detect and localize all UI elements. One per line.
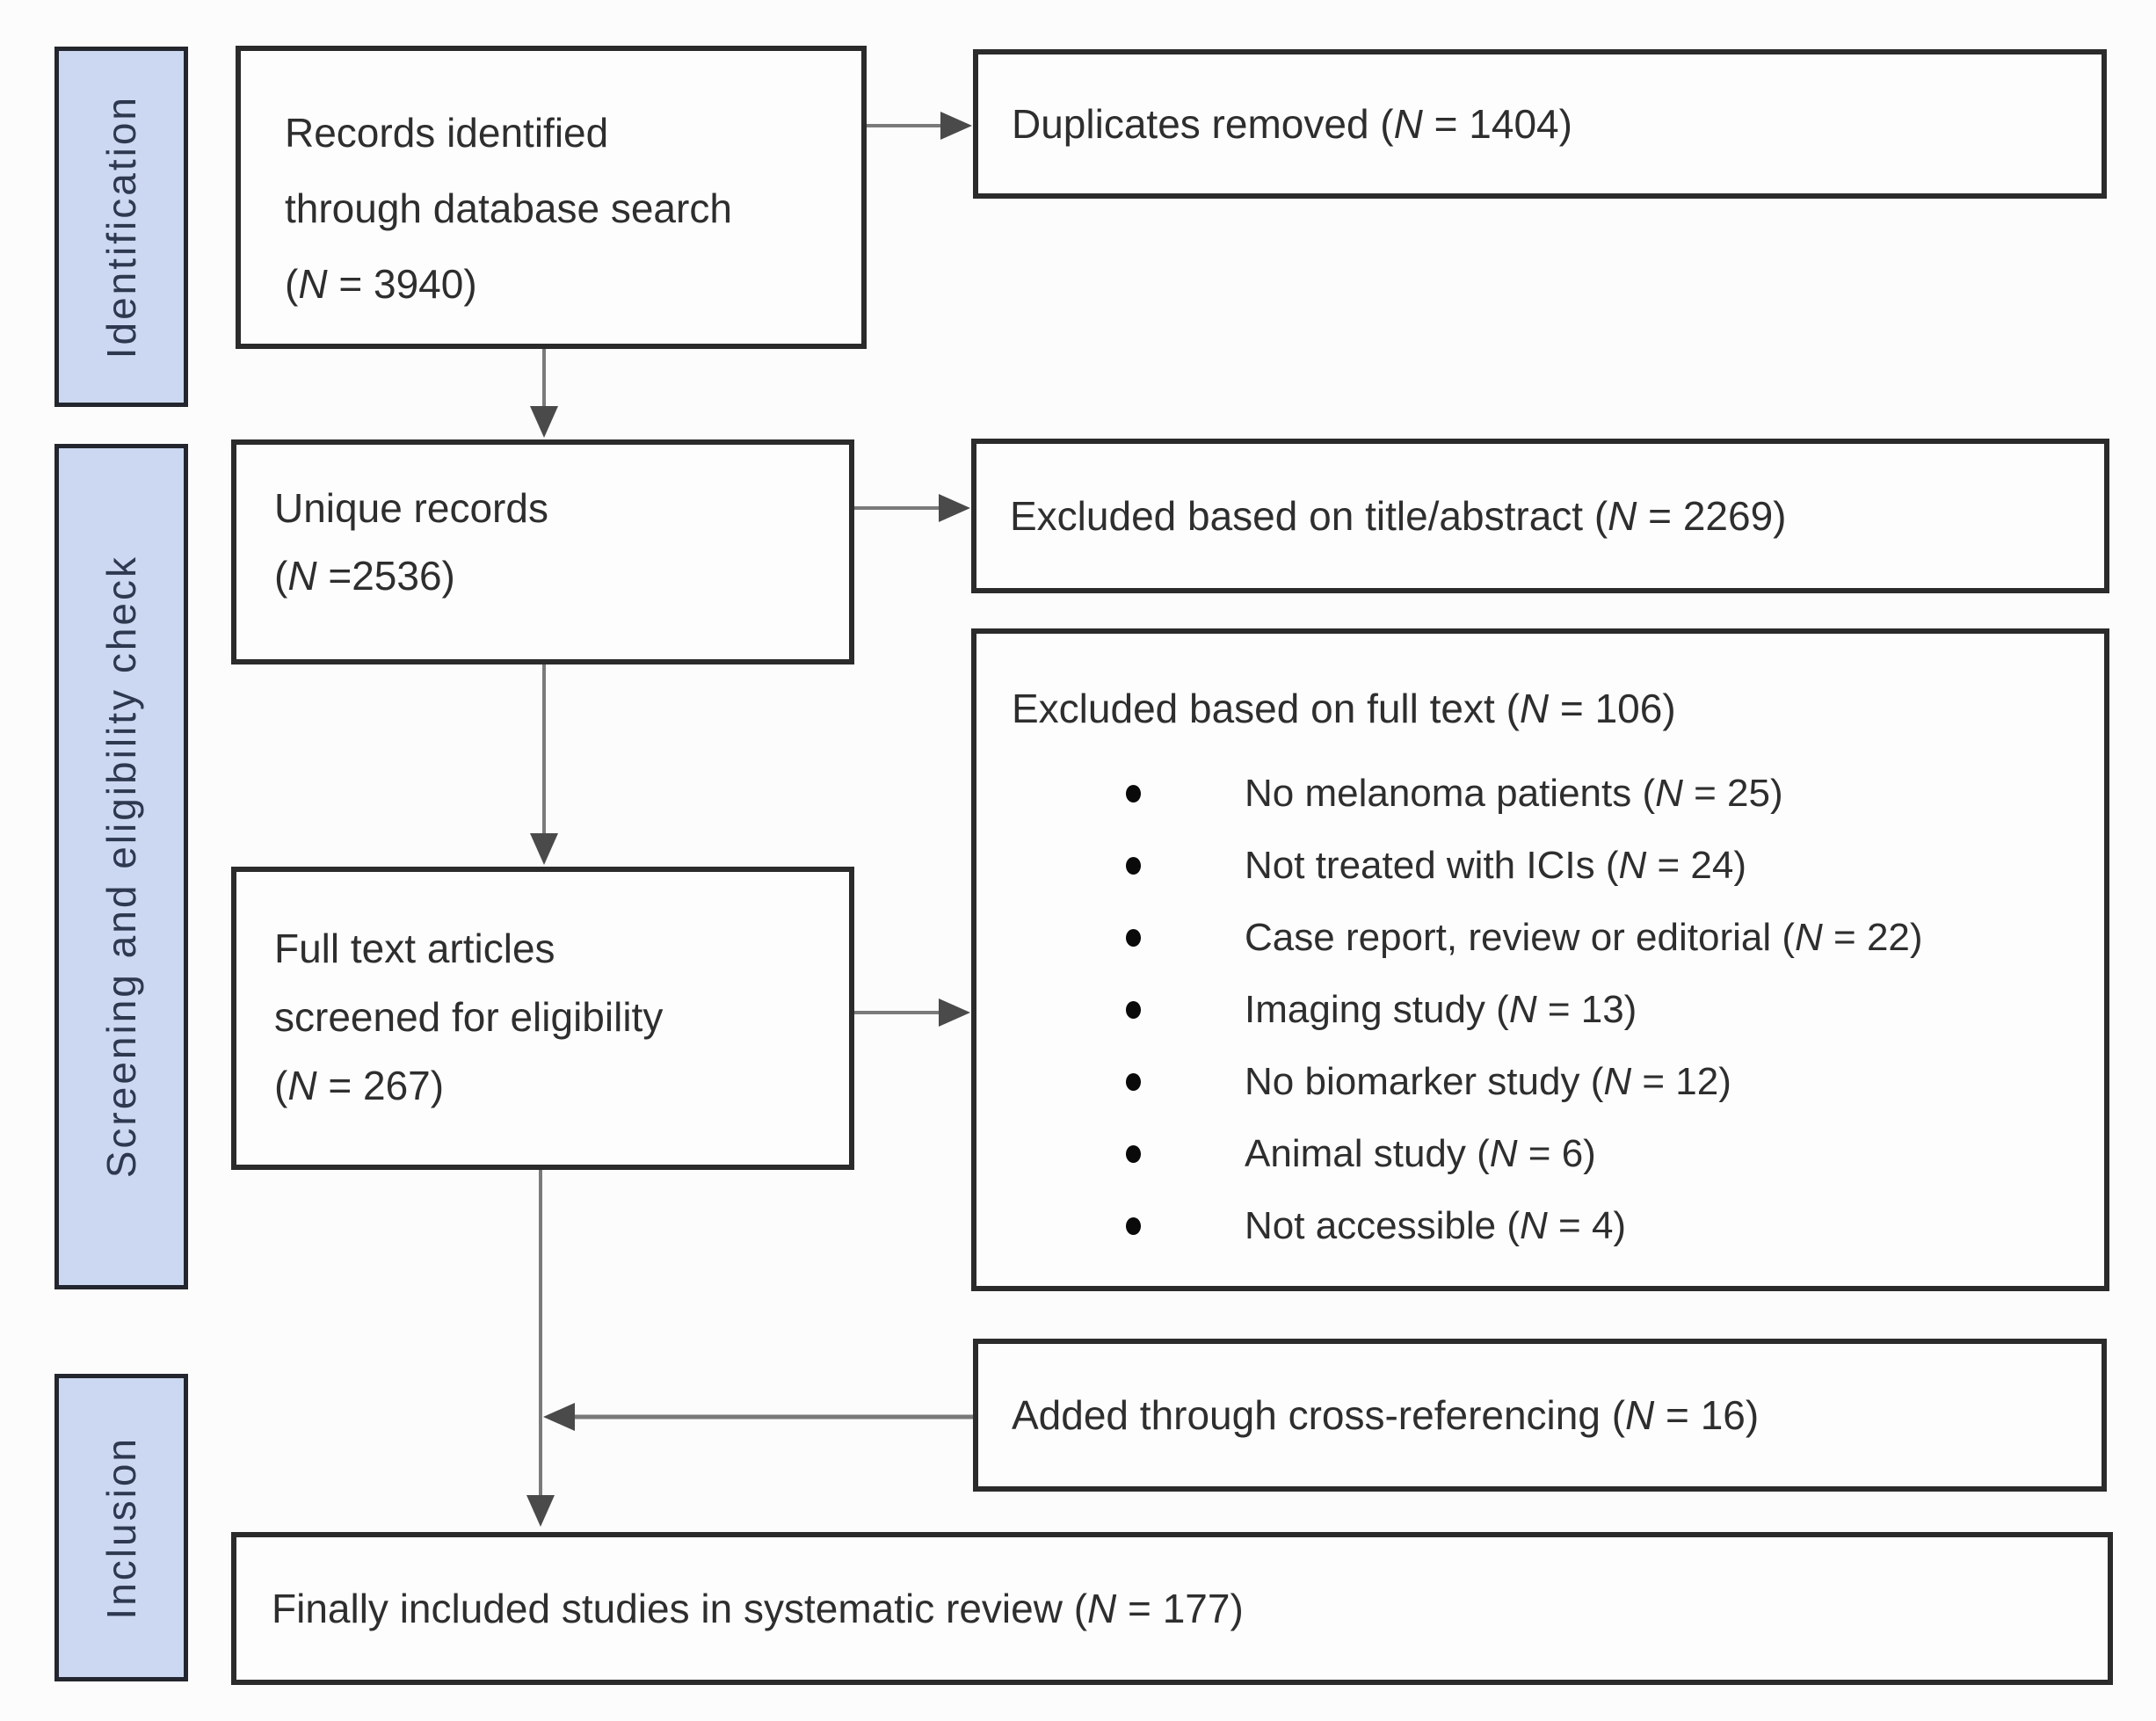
bullet-icon bbox=[1126, 1073, 1141, 1091]
box-excluded-title-abstract: Excluded based on title/abstract (N = 22… bbox=[971, 439, 2109, 593]
stage-screening-eligibility: Screening and eligibility check bbox=[54, 444, 188, 1289]
arrowhead-down-icon bbox=[530, 406, 558, 438]
arrowhead-left-icon bbox=[543, 1403, 575, 1431]
box-finally-included-text: Finally included studies in systematic r… bbox=[272, 1586, 1244, 1631]
arrow-records-to-duplicates bbox=[867, 112, 972, 140]
arrow-unique-to-title-abstract bbox=[854, 494, 970, 522]
exclusion-reason-list: No melanoma patients (N = 25) Not treate… bbox=[1012, 758, 2087, 1262]
box-records-identified: Records identified through database sear… bbox=[236, 46, 867, 349]
bullet-icon bbox=[1126, 1145, 1141, 1163]
list-item: Not accessible (N = 4) bbox=[1012, 1190, 2087, 1262]
box-excluded-title-abstract-text: Excluded based on title/abstract (N = 22… bbox=[1010, 493, 1787, 539]
arrowhead-down-icon bbox=[530, 833, 558, 865]
box-added-crossref-text: Added through cross-referencing (N = 16) bbox=[1012, 1392, 1760, 1438]
list-item: No melanoma patients (N = 25) bbox=[1012, 758, 2087, 830]
exclusion-reason: No biomarker study (N = 12) bbox=[1245, 1060, 1731, 1103]
box-unique-records: Unique records (N =2536) bbox=[231, 439, 854, 664]
arrow-screened-to-fulltext-excluded bbox=[854, 998, 970, 1027]
stage-identification: Identification bbox=[54, 47, 188, 407]
box-excluded-fulltext: Excluded based on full text (N = 106) No… bbox=[971, 628, 2109, 1291]
box-duplicates-text: Duplicates removed (N = 1404) bbox=[1012, 101, 1572, 147]
box-fulltext-screened: Full text articles screened for eligibil… bbox=[231, 867, 854, 1170]
list-item: Not treated with ICIs (N = 24) bbox=[1012, 830, 2087, 902]
list-item: Animal study (N = 6) bbox=[1012, 1118, 2087, 1190]
arrow-unique-to-screened bbox=[530, 664, 558, 865]
box-records-line-2: through database search bbox=[285, 185, 732, 231]
list-item: Imaging study (N = 13) bbox=[1012, 974, 2087, 1046]
exclusion-reason: Not accessible (N = 4) bbox=[1245, 1204, 1627, 1247]
list-item: No biomarker study (N = 12) bbox=[1012, 1046, 2087, 1118]
exclusion-reason: Not treated with ICIs (N = 24) bbox=[1245, 844, 1747, 887]
stage-identification-label: Identification bbox=[98, 94, 144, 359]
box-added-crossref: Added through cross-referencing (N = 16) bbox=[973, 1339, 2107, 1492]
arrowhead-down-icon bbox=[526, 1495, 555, 1527]
bullet-icon bbox=[1126, 1217, 1141, 1235]
arrowhead-right-icon bbox=[939, 998, 970, 1027]
bullet-icon bbox=[1126, 1001, 1141, 1019]
exclusion-reason: Animal study (N = 6) bbox=[1245, 1132, 1596, 1175]
box-unique-line-2: (N =2536) bbox=[274, 553, 455, 599]
box-unique-line-1: Unique records bbox=[274, 485, 548, 531]
stage-inclusion-label: Inclusion bbox=[98, 1435, 144, 1620]
bullet-icon bbox=[1126, 857, 1141, 875]
stage-inclusion: Inclusion bbox=[54, 1374, 188, 1681]
arrow-screened-to-included bbox=[526, 1170, 555, 1527]
box-screened-line-3: (N = 267) bbox=[274, 1063, 445, 1108]
box-excluded-fulltext-title: Excluded based on full text (N = 106) bbox=[1012, 686, 1676, 731]
bullet-icon bbox=[1126, 785, 1141, 802]
box-records-line-1: Records identified bbox=[285, 110, 609, 156]
bullet-icon bbox=[1126, 929, 1141, 947]
arrowhead-right-icon bbox=[939, 494, 970, 522]
stage-screening-eligibility-label: Screening and eligibility check bbox=[98, 555, 144, 1179]
box-duplicates-removed: Duplicates removed (N = 1404) bbox=[973, 49, 2107, 199]
box-records-line-3: (N = 3940) bbox=[285, 261, 477, 307]
arrow-records-to-unique bbox=[530, 349, 558, 438]
arrowhead-right-icon bbox=[940, 112, 972, 140]
box-screened-line-1: Full text articles bbox=[274, 926, 555, 971]
exclusion-reason: Case report, review or editorial (N = 22… bbox=[1245, 916, 1923, 959]
list-item: Case report, review or editorial (N = 22… bbox=[1012, 902, 2087, 974]
arrow-crossref-to-flow bbox=[543, 1403, 973, 1431]
box-screened-line-2: screened for eligibility bbox=[274, 994, 664, 1040]
exclusion-reason: No melanoma patients (N = 25) bbox=[1245, 772, 1783, 815]
box-finally-included: Finally included studies in systematic r… bbox=[231, 1532, 2113, 1685]
exclusion-reason: Imaging study (N = 13) bbox=[1245, 988, 1637, 1031]
